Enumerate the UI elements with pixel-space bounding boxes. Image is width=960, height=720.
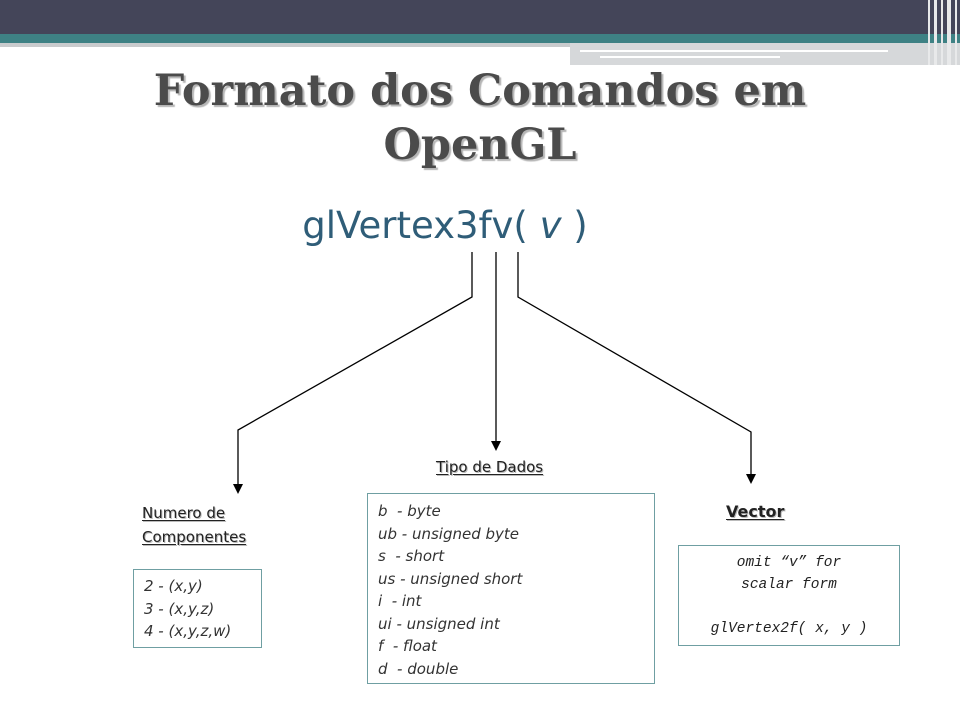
function-signature: glVertex3fv( v ) <box>0 204 890 247</box>
datatype-item: d - double <box>378 659 459 678</box>
datatype-item: b - byte <box>378 502 441 520</box>
datatype-item: f - float <box>378 637 437 655</box>
components-item: 4 - (x,y,z,w) <box>144 622 232 640</box>
header-bar-dark <box>0 0 960 34</box>
components-box: 2 - (x,y) 3 - (x,y,z) 4 - (x,y,z,w) <box>133 569 262 648</box>
vector-line-blank <box>679 596 899 618</box>
vector-line: scalar form <box>741 577 837 593</box>
header-rule-1 <box>580 50 888 52</box>
vector-box: omit “v” for scalar form glVertex2f( x, … <box>678 545 900 646</box>
vector-example: glVertex2f( x, y ) <box>710 621 868 637</box>
header-bar-grey-left <box>0 43 570 47</box>
datatypes-box: b - byte ub - unsigned byte s - short us… <box>367 493 655 684</box>
datatype-item: s - short <box>378 547 445 565</box>
header-rule-2 <box>600 56 780 58</box>
arrow-to-vector <box>517 252 752 480</box>
datatype-item: ui - unsigned int <box>378 614 500 633</box>
label-datatypes: Tipo de Dados <box>436 458 544 476</box>
slide-title: Formato dos Comandos em OpenGL <box>40 64 920 172</box>
label-components-line-1: Numero de <box>142 504 226 522</box>
datatype-item: i - int <box>378 592 422 610</box>
title-line-2: OpenGL <box>383 120 577 170</box>
arrowhead-components <box>233 484 243 494</box>
label-vector: Vector <box>726 502 785 521</box>
signature-prefix: glVertex3fv( <box>302 204 540 247</box>
datatype-item: us - unsigned short <box>378 569 523 588</box>
label-components-line-2: Componentes <box>142 528 247 546</box>
arrowhead-vector <box>746 474 756 484</box>
title-line-1: Formato dos Comandos em <box>153 66 807 116</box>
header-vertical-stripes <box>928 0 957 65</box>
components-item: 3 - (x,y,z) <box>144 599 215 618</box>
header-bar-grey-right <box>570 43 960 65</box>
label-components: Numero de Componentes <box>142 501 246 549</box>
signature-suffix: ) <box>561 204 588 247</box>
signature-arg: v <box>539 204 562 247</box>
components-item: 2 - (x,y) <box>144 577 203 595</box>
datatype-item: ub - unsigned byte <box>378 524 520 543</box>
arrowhead-datatypes <box>491 441 501 451</box>
vector-line: omit “v” for <box>736 555 842 571</box>
arrow-to-components <box>237 252 473 492</box>
header-bar-teal <box>0 34 960 43</box>
